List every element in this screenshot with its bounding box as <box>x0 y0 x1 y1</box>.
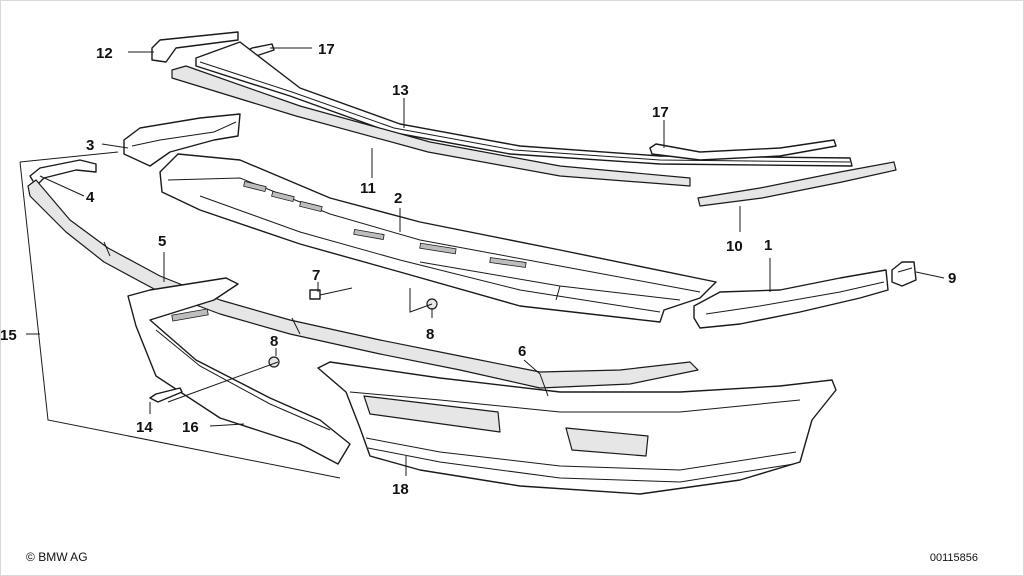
callout-8-upper: 8 <box>426 326 434 343</box>
callout-11: 11 <box>360 180 376 197</box>
callout-17-right: 17 <box>652 104 669 121</box>
callout-14: 14 <box>136 419 153 436</box>
part-12-bracket <box>151 31 239 63</box>
callout-5: 5 <box>158 233 166 250</box>
callout-3: 3 <box>86 137 94 154</box>
part-4-end-trim <box>29 159 97 187</box>
leader-lines <box>39 47 945 476</box>
callout-16: 16 <box>182 419 199 436</box>
part-13-top-trim <box>195 41 853 167</box>
copyright-owner: BMW AG <box>38 550 88 564</box>
drawing-number: 00115856 <box>929 552 978 564</box>
part-10-right-moulding <box>697 161 897 207</box>
part-5-rubber-strip <box>27 179 699 389</box>
callout-15: 15 <box>0 327 17 344</box>
part-3-left-cap <box>123 113 241 167</box>
callout-10: 10 <box>726 238 743 255</box>
callout-8-lower: 8 <box>270 333 278 350</box>
part-18-bumper-cover <box>317 361 837 495</box>
part-17-right-trim <box>649 139 837 161</box>
callout-2: 2 <box>394 190 402 207</box>
callout-17-upper: 17 <box>318 41 335 58</box>
part-1-right-cap <box>693 269 889 329</box>
callout-7: 7 <box>312 267 320 284</box>
callout-18: 18 <box>392 481 409 498</box>
callout-6: 6 <box>518 343 526 360</box>
part-16-valance <box>127 277 351 465</box>
copyright-notice: © BMW AG <box>26 550 88 564</box>
callout-1: 1 <box>764 237 772 254</box>
assembly-15-bracket <box>19 151 341 479</box>
callout-12: 12 <box>96 45 113 62</box>
copyright-symbol: © <box>26 550 35 564</box>
part-11-moulding <box>171 65 691 187</box>
part-7-screw <box>309 287 353 300</box>
callout-13: 13 <box>392 82 409 99</box>
part-14-bolt <box>149 387 183 403</box>
callout-9: 9 <box>948 270 956 287</box>
part-2-carrier <box>159 153 717 323</box>
part-9-clip <box>891 261 917 287</box>
callout-4: 4 <box>86 189 95 206</box>
